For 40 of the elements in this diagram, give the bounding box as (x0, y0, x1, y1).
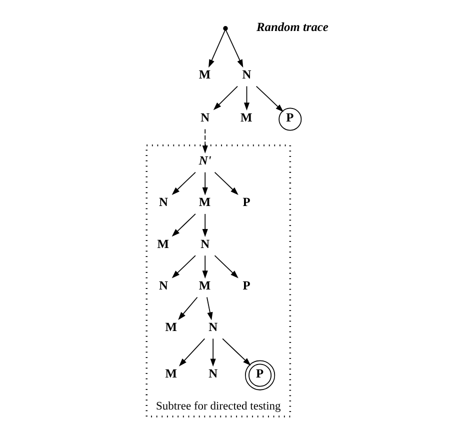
node-point (223, 26, 228, 31)
node-circle: P (278, 108, 302, 131)
node-text: N (208, 366, 218, 381)
node-text: M (198, 68, 211, 82)
node-text: N (208, 320, 218, 334)
arrow (208, 30, 226, 68)
node-text: N (159, 278, 168, 292)
node-text: M (165, 366, 177, 381)
arrow (202, 214, 208, 237)
node-text: M (198, 278, 211, 292)
arrow (226, 30, 244, 68)
node-circle: P (244, 360, 276, 390)
node-text: N (200, 110, 210, 125)
arrow (178, 338, 206, 366)
node-text: N' (198, 154, 212, 168)
node-text: P (242, 278, 250, 292)
label: Random trace (256, 20, 328, 34)
arrow (256, 86, 284, 112)
arrow (172, 172, 196, 195)
node-text: M (165, 320, 177, 334)
arrow (172, 214, 196, 237)
node-text: P (242, 195, 250, 210)
arrow (206, 296, 213, 320)
arrow (213, 86, 238, 110)
arrow (214, 172, 238, 195)
node-text: M (198, 195, 211, 210)
node-text: M (157, 236, 169, 251)
arrow (202, 255, 208, 279)
node-text: N (159, 195, 168, 210)
arrow (214, 255, 238, 278)
arrow (210, 338, 216, 367)
arrow (202, 128, 208, 154)
arrow (202, 172, 208, 196)
arrow (178, 296, 198, 320)
node-text: N (242, 68, 252, 82)
node-text: N (200, 236, 210, 251)
arrow (222, 338, 251, 366)
node-text: M (240, 110, 252, 125)
arrow (172, 255, 196, 278)
arrow (244, 86, 250, 111)
